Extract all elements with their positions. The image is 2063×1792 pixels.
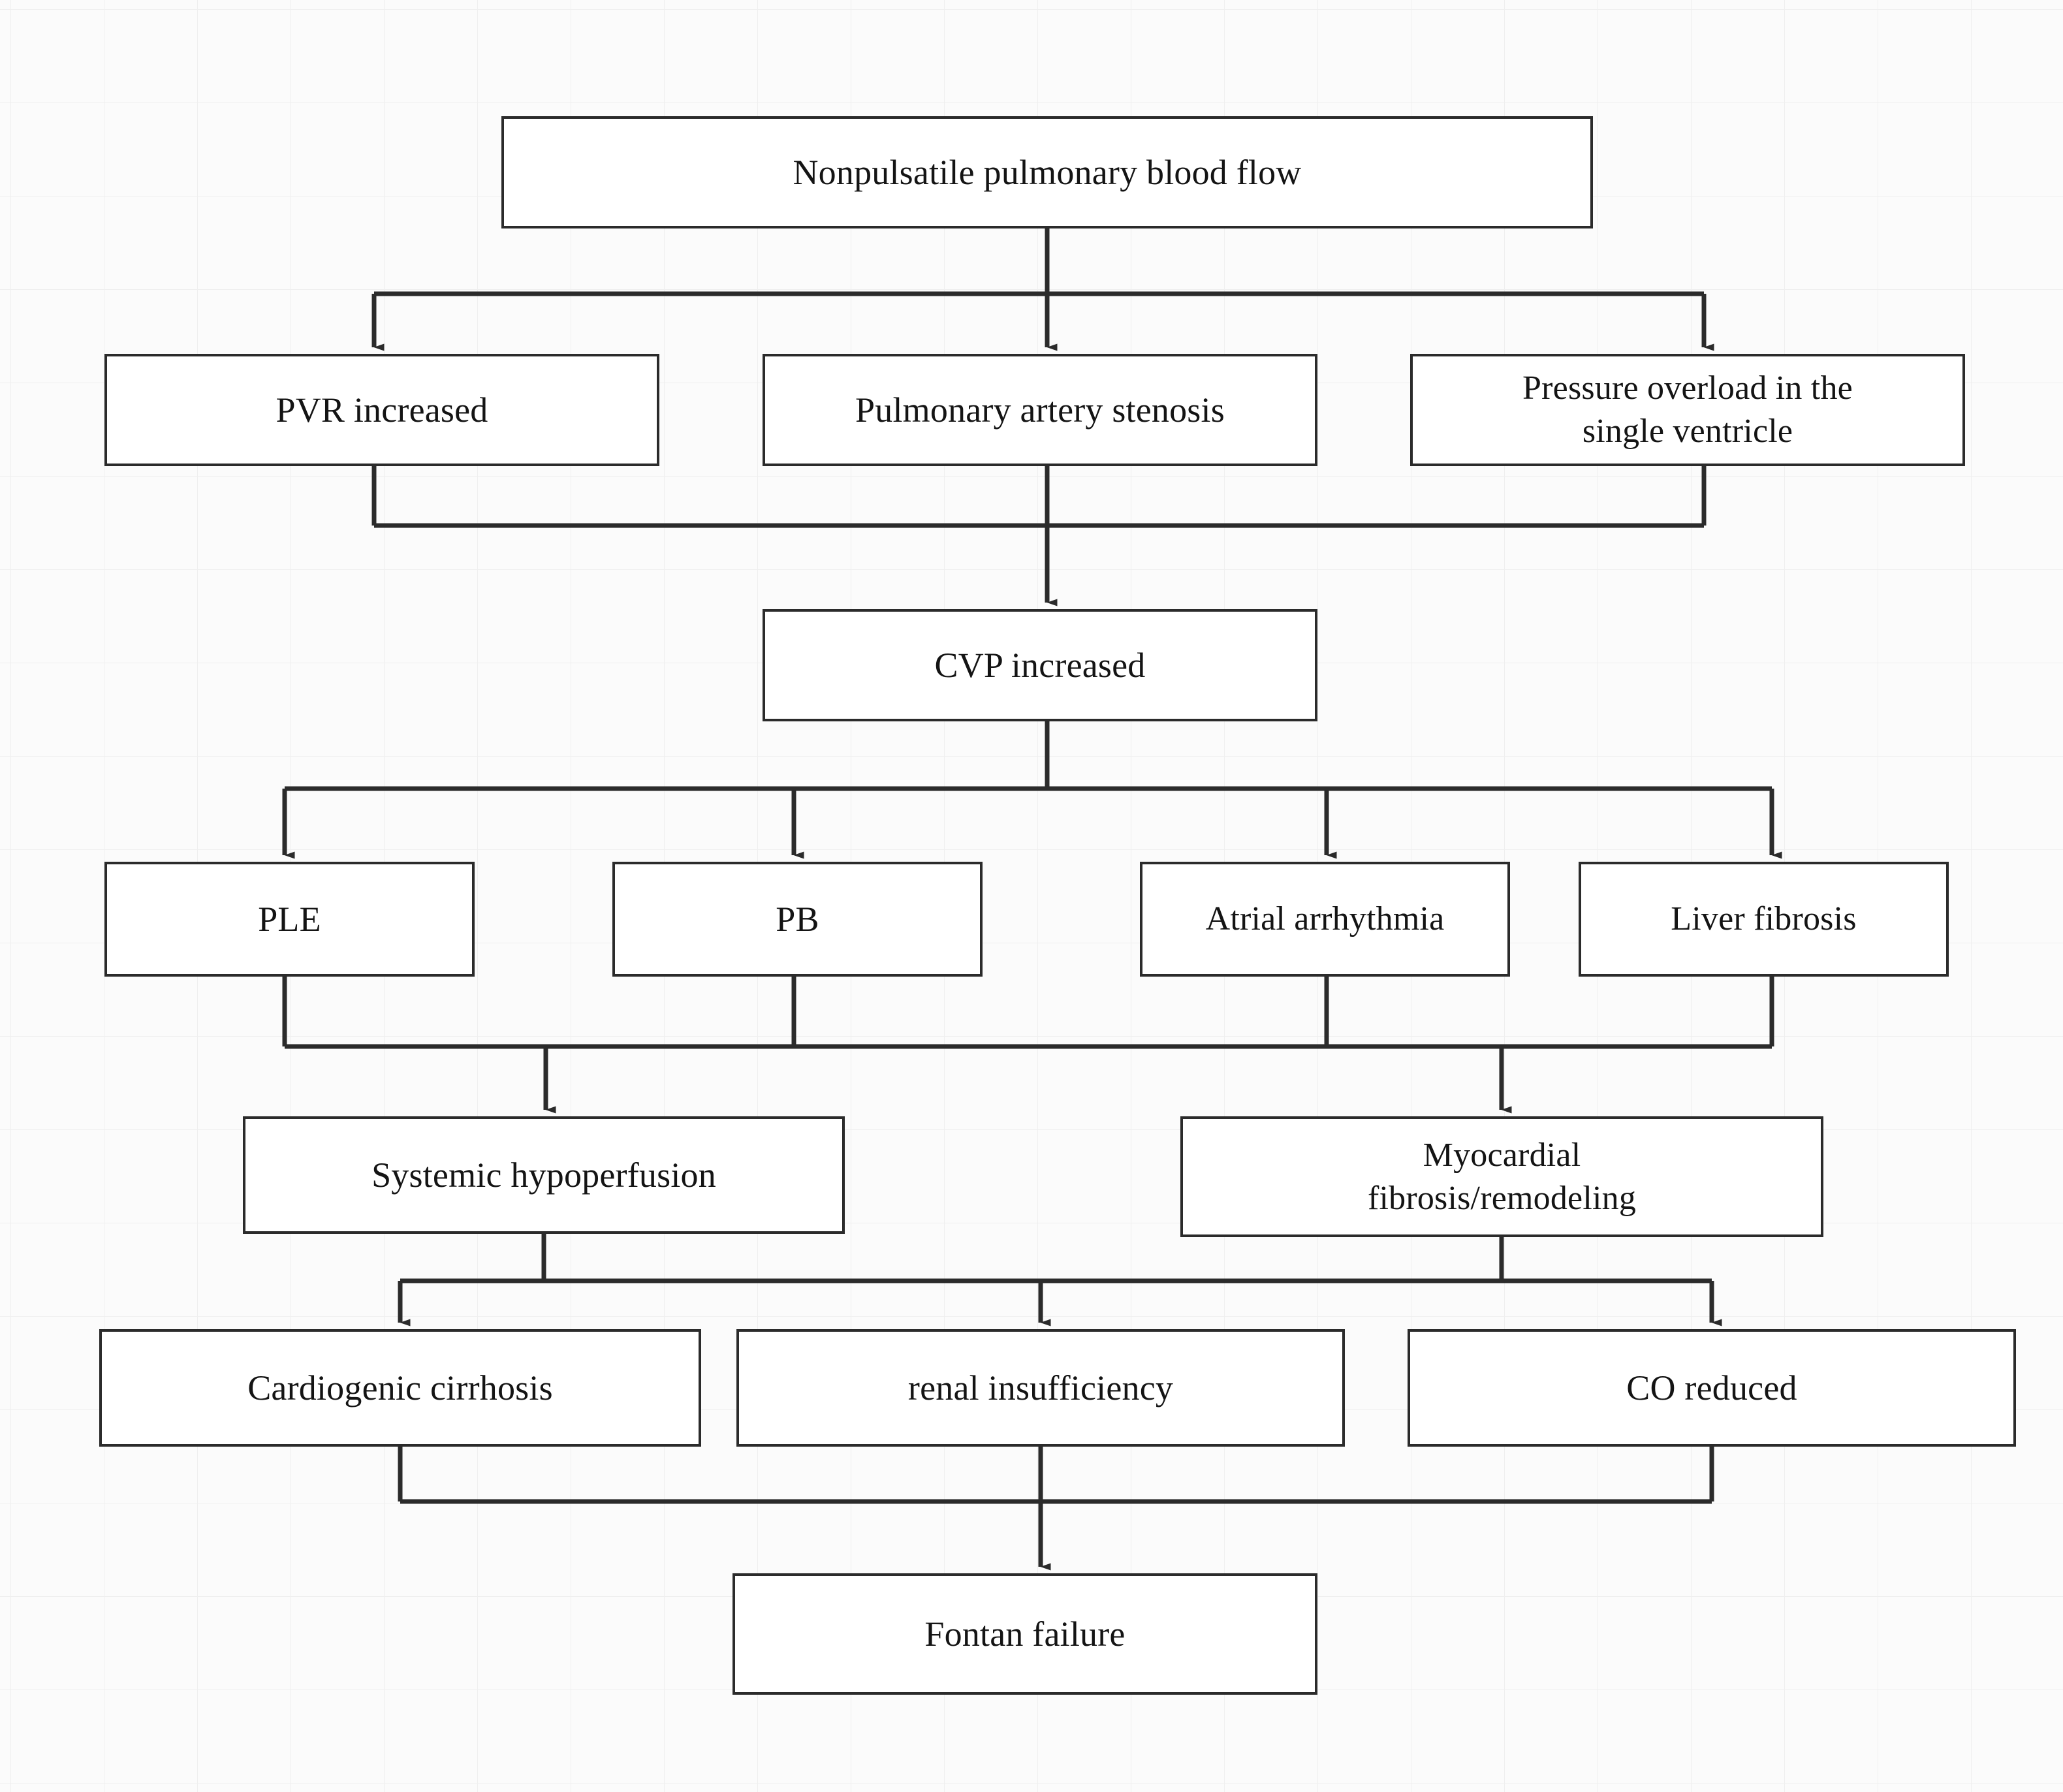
node-pvr-increased[interactable]: PVR increased bbox=[104, 354, 659, 466]
node-systemic-hypoperfusion[interactable]: Systemic hypoperfusion bbox=[243, 1116, 845, 1234]
node-label: PVR increased bbox=[276, 390, 488, 430]
node-pulmonary-artery-stenosis[interactable]: Pulmonary artery stenosis bbox=[763, 354, 1317, 466]
node-label: renal insufficiency bbox=[907, 1368, 1174, 1407]
node-label: Nonpulsatile pulmonary blood flow bbox=[793, 152, 1302, 192]
node-label: CO reduced bbox=[1626, 1368, 1797, 1407]
node-liver-fibrosis[interactable]: Liver fibrosis bbox=[1579, 862, 1949, 977]
node-cardiogenic-cirrhosis[interactable]: Cardiogenic cirrhosis bbox=[99, 1329, 701, 1447]
node-ple[interactable]: PLE bbox=[104, 862, 475, 977]
node-pressure-overload-single-ventricle[interactable]: Pressure overload in the single ventricl… bbox=[1410, 354, 1965, 466]
node-cvp-increased[interactable]: CVP increased bbox=[763, 609, 1317, 721]
node-label: CVP increased bbox=[934, 645, 1146, 685]
node-renal-insufficiency[interactable]: renal insufficiency bbox=[736, 1329, 1345, 1447]
node-label: Liver fibrosis bbox=[1671, 900, 1857, 938]
node-label: Atrial arrhythmia bbox=[1205, 900, 1445, 938]
node-label: Cardiogenic cirrhosis bbox=[247, 1368, 553, 1407]
node-myocardial-fibrosis-remodeling[interactable]: Myocardial fibrosis/remodeling bbox=[1180, 1116, 1823, 1237]
node-label: Pressure overload in the single ventricl… bbox=[1522, 369, 1853, 450]
node-nonpulsatile-pulmonary-blood-flow[interactable]: Nonpulsatile pulmonary blood flow bbox=[501, 116, 1593, 228]
node-label: Pulmonary artery stenosis bbox=[855, 390, 1225, 430]
node-label: Systemic hypoperfusion bbox=[371, 1155, 716, 1195]
node-atrial-arrhythmia[interactable]: Atrial arrhythmia bbox=[1140, 862, 1510, 977]
node-label: Fontan failure bbox=[924, 1614, 1126, 1654]
node-label: PB bbox=[776, 899, 819, 939]
node-co-reduced[interactable]: CO reduced bbox=[1408, 1329, 2016, 1447]
node-label: PLE bbox=[258, 899, 321, 939]
node-fontan-failure[interactable]: Fontan failure bbox=[732, 1573, 1317, 1695]
node-pb[interactable]: PB bbox=[612, 862, 983, 977]
node-label: Myocardial fibrosis/remodeling bbox=[1367, 1136, 1637, 1217]
